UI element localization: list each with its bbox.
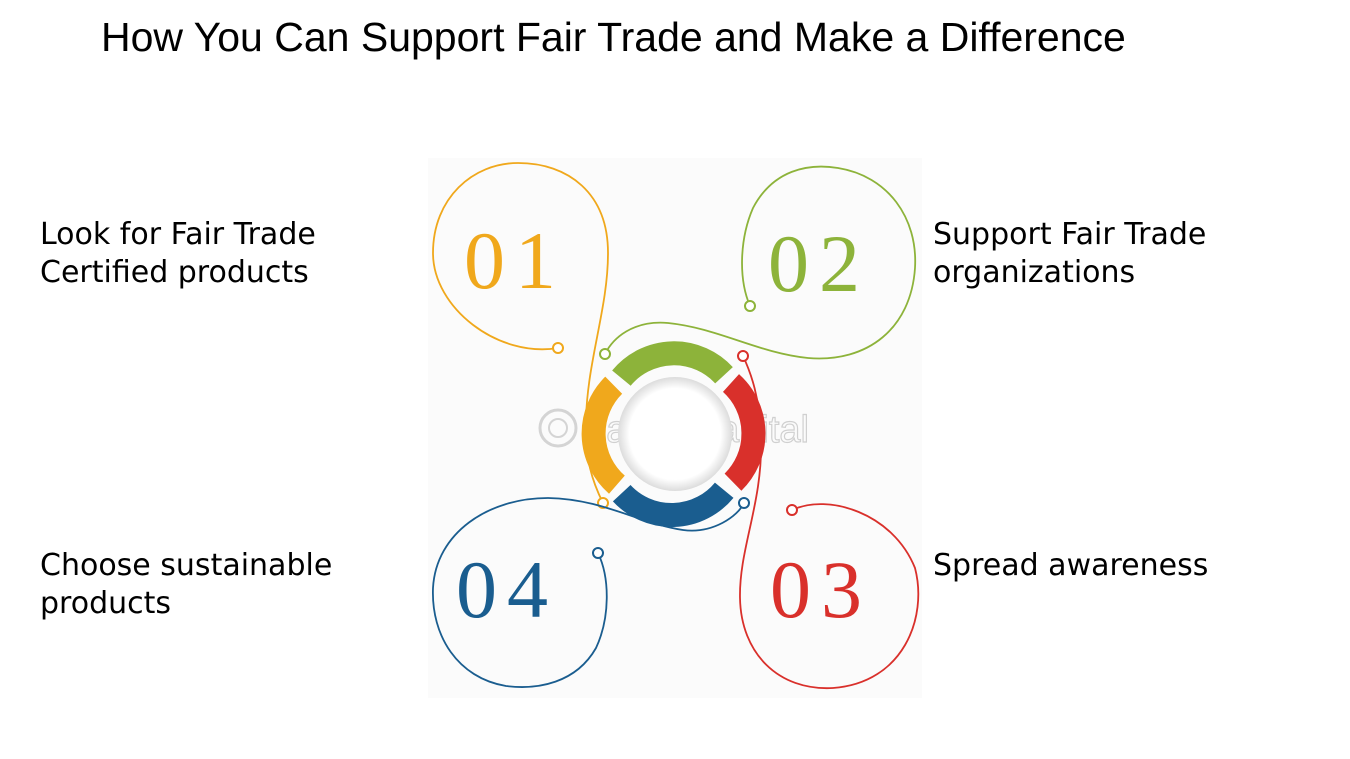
step-3-dot-a bbox=[786, 504, 798, 516]
step-4-number: 04 bbox=[456, 544, 558, 635]
ring-segment-blue bbox=[612, 482, 734, 528]
step-2-curve bbox=[604, 165, 917, 360]
step-3-number: 03 bbox=[770, 544, 872, 635]
ring-center bbox=[618, 377, 732, 491]
step-2-dot-b bbox=[599, 348, 611, 360]
step-1-number: 01 bbox=[464, 215, 566, 306]
ring-segment-red bbox=[722, 374, 766, 491]
step-3-text: Spread awareness bbox=[933, 548, 1209, 583]
step-2-number: 02 bbox=[768, 218, 870, 309]
step-4-dot-a bbox=[592, 547, 604, 559]
center-ring bbox=[581, 341, 766, 528]
page-title: How You Can Support Fair Trade and Make … bbox=[101, 14, 1126, 60]
step-2-text: Support Fair Trade organizations bbox=[933, 217, 1207, 290]
step-4-text: Choose sustainable products bbox=[40, 548, 333, 621]
step-1-text: Look for Fair Trade Certified products bbox=[40, 217, 316, 290]
step-4-dot-b bbox=[738, 497, 750, 509]
ring-segment-orange bbox=[581, 376, 626, 494]
step-2-dot-a bbox=[744, 300, 756, 312]
step-1-dot-a bbox=[552, 342, 564, 354]
step-3-dot-b bbox=[737, 350, 749, 362]
ring-segment-green bbox=[612, 341, 733, 387]
steps-diagram: FasterCapital 01 02 03 04 bbox=[428, 158, 922, 698]
